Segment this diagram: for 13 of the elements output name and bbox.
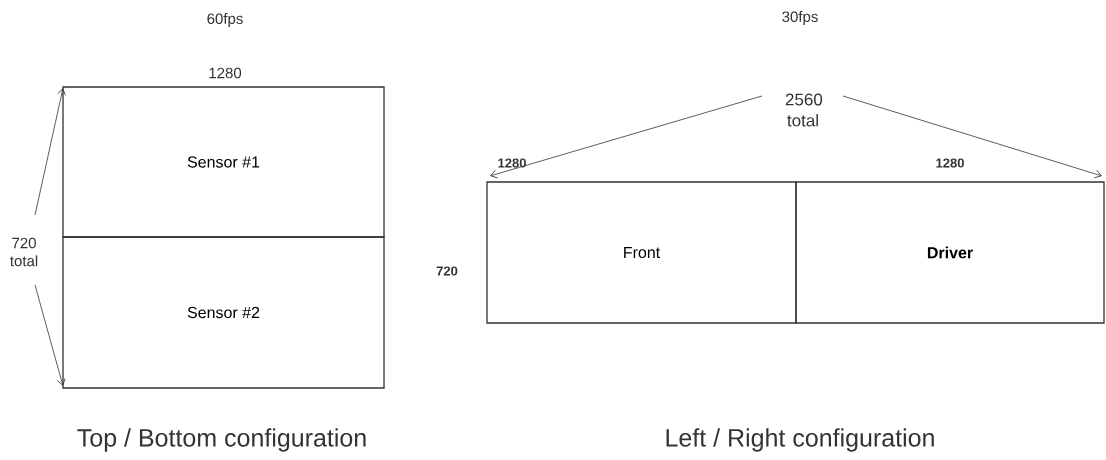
- sensor-box: Sensor #2: [62, 236, 385, 389]
- dimension-label: 1280: [498, 158, 526, 168]
- sensor-box: Driver: [795, 181, 1105, 324]
- dimension-label: 2560 total: [785, 93, 823, 127]
- dimension-label: 30fps: [782, 11, 818, 25]
- dimension-label: 720: [436, 266, 458, 276]
- sensor-box: Sensor #1: [62, 86, 385, 238]
- dimension-label: 60fps: [207, 13, 243, 27]
- caption: Left / Right configuration: [666, 428, 934, 452]
- dimension-label: 1280: [936, 158, 964, 168]
- caption: Top / Bottom configuration: [77, 428, 366, 452]
- sensor-box: Front: [486, 181, 797, 324]
- dimension-label: 720 total: [10, 237, 38, 267]
